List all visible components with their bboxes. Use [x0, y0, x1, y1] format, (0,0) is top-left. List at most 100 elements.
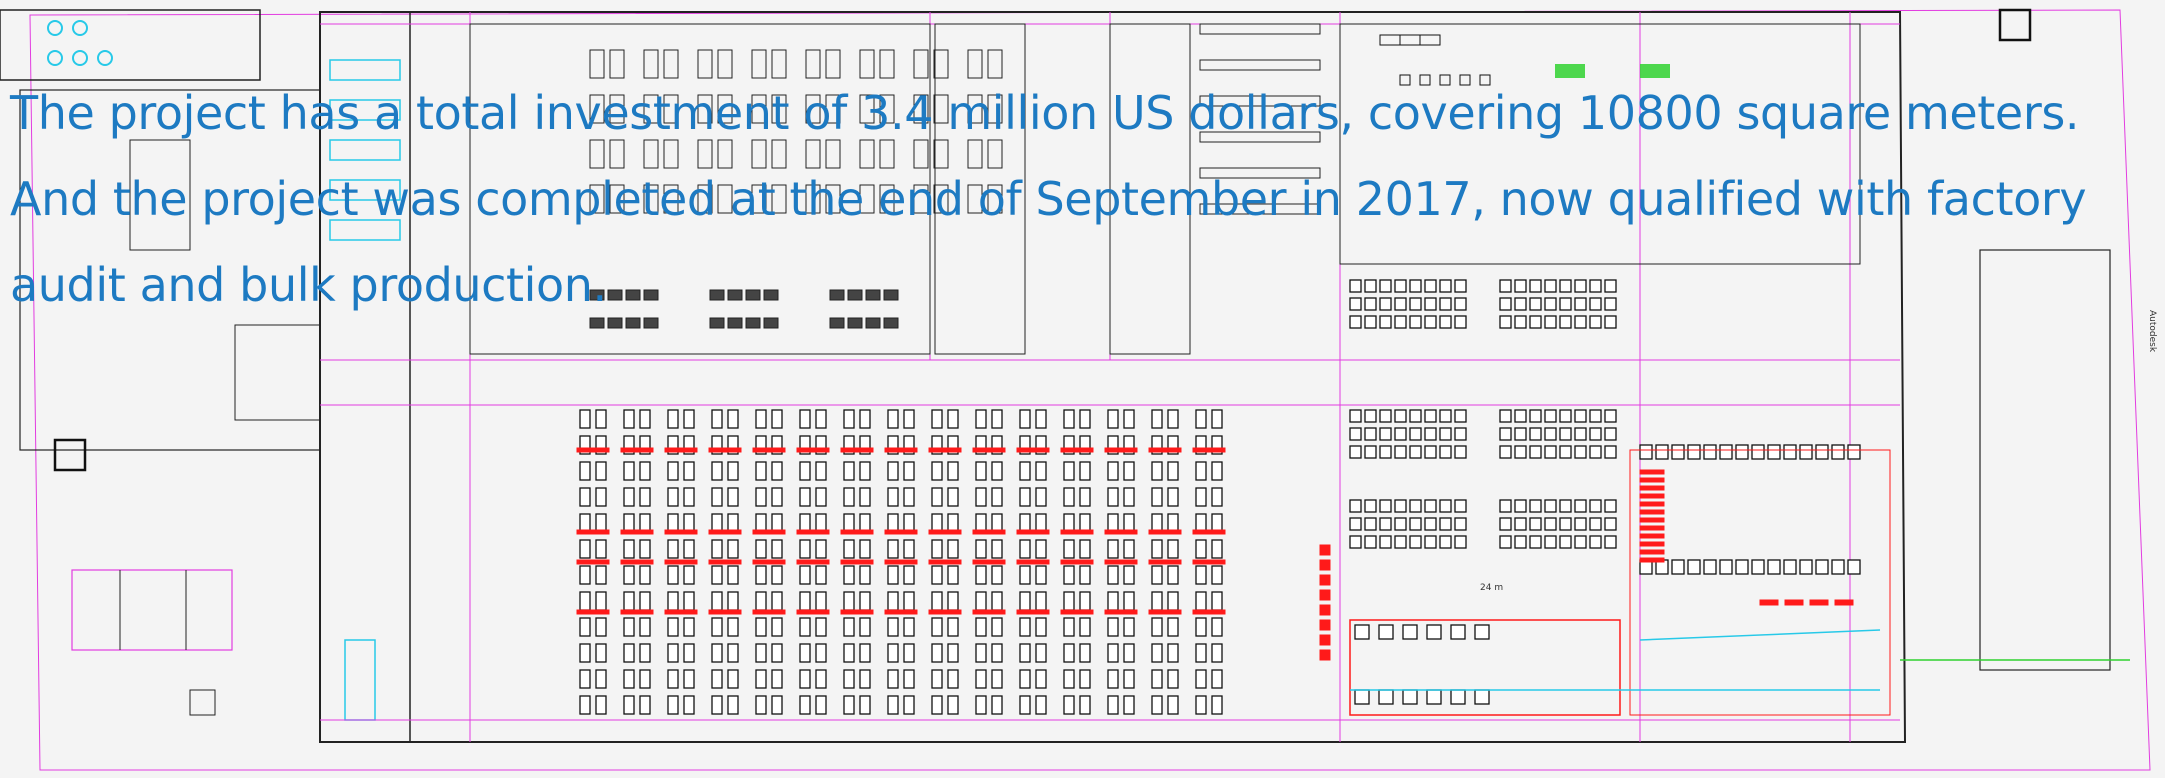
plan-fixture	[1151, 435, 1163, 455]
plan-fixture	[1151, 539, 1163, 559]
plan-fixture	[1167, 435, 1179, 455]
plan-fixture	[771, 591, 783, 611]
plan-fixture	[933, 49, 949, 79]
plan-fixture	[1167, 409, 1179, 429]
plan-fixture	[947, 617, 959, 637]
plan-fixture	[643, 317, 659, 329]
plan-fixture	[1019, 591, 1031, 611]
plan-fixture	[1454, 427, 1467, 441]
plan-fixture	[1379, 499, 1392, 513]
plan-fixture	[1574, 279, 1587, 293]
plan-fixture	[1319, 544, 1331, 556]
plan-fixture	[771, 49, 787, 79]
plan-fixture	[947, 461, 959, 481]
plan-fixture	[975, 487, 987, 507]
machine-grid-upper	[589, 23, 1321, 329]
sewing-line-grid	[579, 409, 1223, 715]
plan-fixture	[1751, 559, 1765, 575]
plan-fixture	[1454, 315, 1467, 329]
plan-fixture	[1211, 643, 1223, 663]
plan-fixture	[799, 669, 811, 689]
plan-fixture	[1751, 444, 1765, 460]
plan-fixture	[771, 139, 787, 169]
plan-fixture	[755, 539, 767, 559]
plan-fixture	[1104, 559, 1138, 565]
plan-fixture	[1655, 444, 1669, 460]
plan-fixture	[967, 184, 983, 214]
storage-room	[71, 569, 233, 651]
plan-fixture	[865, 289, 881, 301]
plan-fixture	[1195, 695, 1207, 715]
plan-fixture	[1544, 315, 1557, 329]
plan-fixture	[1499, 517, 1512, 531]
plan-fixture	[589, 184, 605, 214]
plan-fixture	[1079, 565, 1091, 585]
plan-fixture	[887, 487, 899, 507]
plan-fixture	[1019, 539, 1031, 559]
plan-fixture	[1063, 591, 1075, 611]
plan-fixture	[1019, 617, 1031, 637]
plan-fixture	[829, 317, 845, 329]
plan-fixture	[717, 139, 733, 169]
plan-fixture	[639, 643, 651, 663]
plan-fixture	[947, 409, 959, 429]
plan-fixture	[589, 289, 605, 301]
plan-fixture	[1831, 559, 1845, 575]
plan-fixture	[1167, 461, 1179, 481]
plan-fixture	[1060, 559, 1094, 565]
plan-fixture	[975, 617, 987, 637]
plan-fixture	[1349, 517, 1362, 531]
plan-fixture	[1063, 435, 1075, 455]
plan-fixture	[1424, 535, 1437, 549]
plan-fixture	[1063, 513, 1075, 533]
plan-fixture	[579, 643, 591, 663]
plan-fixture	[697, 184, 713, 214]
plan-fixture	[947, 591, 959, 611]
plan-fixture	[975, 669, 987, 689]
caption-line-3: audit and bulk production.	[10, 258, 607, 312]
plan-fixture	[1319, 634, 1331, 646]
plan-fixture	[1107, 435, 1119, 455]
plan-fixture	[620, 559, 654, 565]
plan-fixture	[623, 539, 635, 559]
plan-fixture	[1671, 444, 1685, 460]
plan-fixture	[1199, 131, 1321, 143]
plan-fixture	[1379, 34, 1401, 46]
plan-fixture	[1192, 609, 1226, 615]
plan-fixture	[1148, 529, 1182, 535]
small-room	[189, 689, 216, 716]
plan-fixture	[859, 409, 871, 429]
plan-fixture	[1019, 565, 1031, 585]
plan-fixture	[1559, 279, 1572, 293]
plan-fixture	[745, 317, 761, 329]
plan-fixture	[884, 609, 918, 615]
plan-fixture	[1604, 427, 1617, 441]
plan-fixture	[1394, 499, 1407, 513]
plan-fixture	[1514, 297, 1527, 311]
plan-fixture	[1639, 517, 1665, 523]
plan-fixture	[1544, 409, 1557, 423]
plan-fixture	[1544, 297, 1557, 311]
plan-fixture	[1529, 445, 1542, 459]
plan-fixture	[683, 435, 695, 455]
plan-fixture	[815, 669, 827, 689]
plan-fixture	[1589, 445, 1602, 459]
plan-fixture	[1409, 427, 1422, 441]
plan-fixture	[1589, 297, 1602, 311]
plan-fixture	[607, 317, 623, 329]
plan-fixture	[639, 669, 651, 689]
plan-fixture	[1399, 74, 1411, 86]
plan-fixture	[1104, 609, 1138, 615]
plan-fixture	[1079, 461, 1091, 481]
plan-fixture	[751, 139, 767, 169]
plan-fixture	[1639, 444, 1653, 460]
plan-fixture	[1107, 539, 1119, 559]
plan-fixture	[639, 695, 651, 715]
plan-fixture	[643, 49, 659, 79]
plan-fixture	[815, 435, 827, 455]
plan-fixture	[711, 539, 723, 559]
plan-fixture	[639, 461, 651, 481]
plan-fixture	[639, 617, 651, 637]
plan-fixture	[1639, 549, 1665, 555]
plan-fixture	[1364, 499, 1377, 513]
